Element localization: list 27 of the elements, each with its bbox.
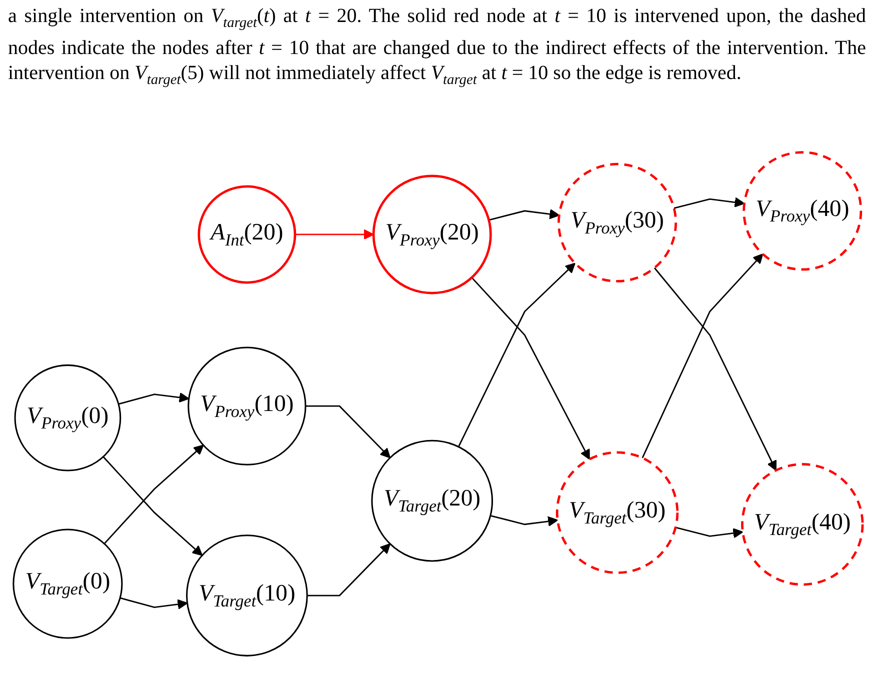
arrow xyxy=(118,392,190,405)
caption-text: a single intervention on V$_{target}$(t) at t = 20. The solid red node at t = 10 is intervened upon, the dashed nodes indicate the nodes after t = 10 that are changed due to the indirect effects of the intervention. The intervention on V$_{target}$(5) will not immediately affect V$_{target}$ at t = 10 so the edge is removed. xyxy=(8,4,866,90)
circle-node: V$_{Proxy}$(20) xyxy=(372,174,492,294)
circle-node: V$_{Proxy}$(40) xyxy=(742,151,862,271)
arrow xyxy=(488,208,560,221)
circle-node: A$_{Int}$(20) xyxy=(198,185,296,284)
arrow xyxy=(654,267,777,471)
circle-node: V$_{Target}$(0) xyxy=(12,528,123,639)
circle-node: V$_{Proxy}$(10) xyxy=(188,346,306,466)
arrow xyxy=(642,254,764,458)
arrow xyxy=(102,456,203,556)
arrow xyxy=(490,514,558,527)
arrow xyxy=(307,543,391,596)
circle-node: V$_{Proxy}$(30) xyxy=(558,162,677,282)
circle-node: V$_{Target}$(40) xyxy=(741,463,864,586)
arrow xyxy=(471,277,590,460)
arrow xyxy=(675,526,744,538)
arrow xyxy=(458,262,576,448)
arrow xyxy=(306,405,391,458)
arrow xyxy=(295,229,374,240)
arrow xyxy=(104,444,204,544)
arrow xyxy=(120,597,188,610)
arrow xyxy=(674,197,745,209)
circle-node: V$_{Proxy}$(0) xyxy=(14,364,122,472)
circle-node: V$_{Target}$(20) xyxy=(371,440,494,562)
circle-node: V$_{Target}$(10) xyxy=(186,534,308,656)
circle-node: V$_{Target}$(30) xyxy=(556,451,679,574)
